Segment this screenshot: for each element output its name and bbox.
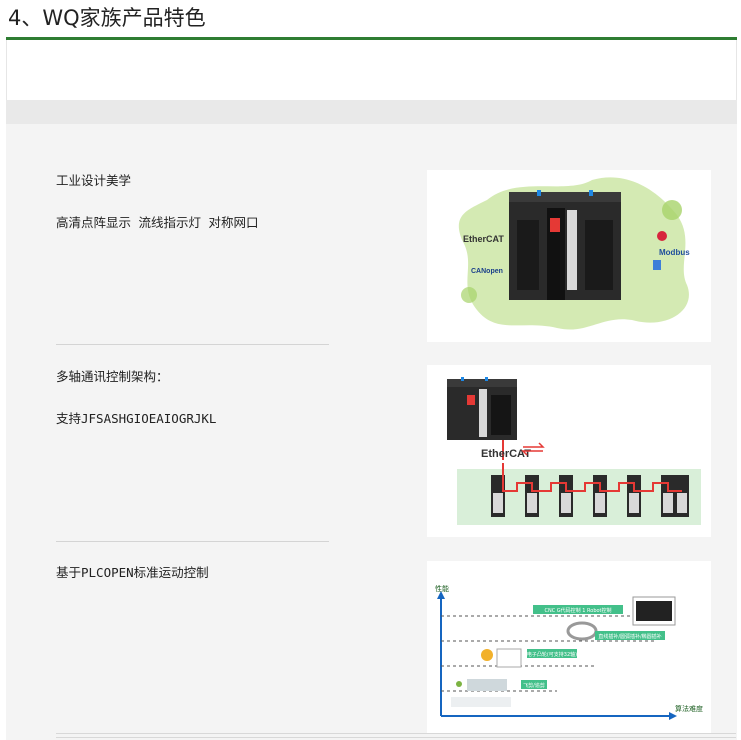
tag-electronic-cam: 电子凸轮(可支持32轴) xyxy=(527,651,577,658)
ethercat-topology-image: EtherCAT xyxy=(427,365,711,537)
title-underline xyxy=(6,37,737,40)
tag-cnc-robot: CNC G代码控制 1 Robot控制 xyxy=(544,607,611,614)
feature-divider xyxy=(56,541,329,542)
tag-flying-shear: 飞剪/追剪 xyxy=(523,682,545,689)
y-axis-label: 性能 xyxy=(435,584,449,593)
ethercat-label: EtherCAT xyxy=(481,448,531,460)
panel-band xyxy=(6,100,737,124)
feature-1-heading: 工业设计美学 xyxy=(56,173,132,188)
feature-1-detail: 高清点阵显示 流线指示灯 对称网口 xyxy=(56,215,259,230)
motion-control-diagram: 性能 算法难度 CNC G代码控制 1 Robot控制 直线插补/圆弧插补/椭圆… xyxy=(427,561,711,733)
ethercat-logo: EtherCAT xyxy=(463,234,504,244)
feature-2-detail: 支持JFSASHGIOEAIOGRJKL xyxy=(56,411,217,426)
feature-3-heading: 基于PLCOPEN标准运动控制 xyxy=(56,565,209,580)
modbus-logo: Modbus xyxy=(659,248,690,257)
controller-product-image: EtherCAT CANopen Modbus xyxy=(427,170,711,342)
x-axis-label: 算法难度 xyxy=(675,704,703,713)
bottom-divider xyxy=(56,733,736,738)
section-title: 4、WQ家族产品特色 xyxy=(8,6,206,30)
feature-divider xyxy=(56,344,329,345)
feature-2-heading: 多轴通讯控制架构： xyxy=(56,369,169,384)
panel-header-area xyxy=(6,40,737,100)
canopen-logo: CANopen xyxy=(471,268,503,275)
tag-interpolation: 直线插补/圆弧插补/椭圆插补 xyxy=(598,633,661,640)
